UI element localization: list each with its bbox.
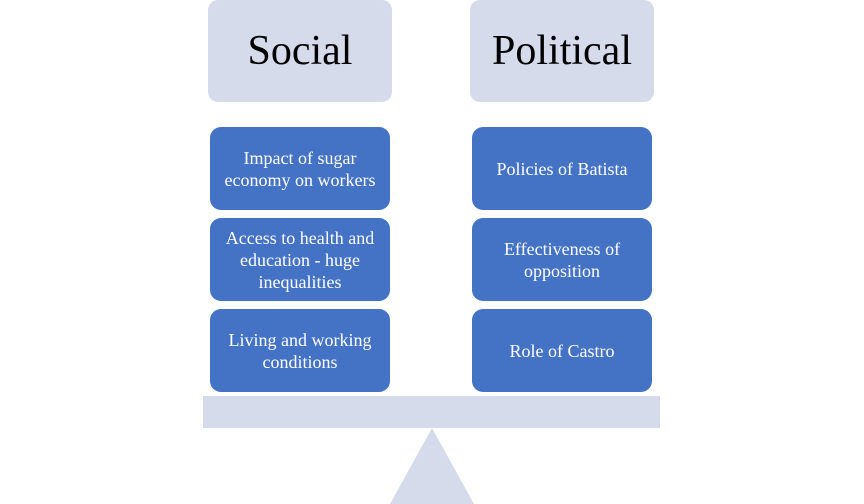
- social-item-label: Access to health and education - huge in…: [225, 227, 375, 292]
- balance-beam: [203, 396, 660, 428]
- political-item-label: Policies of Batista: [496, 158, 628, 179]
- social-item-label: Living and working conditions: [228, 329, 372, 372]
- political-item-castro: Role of Castro: [472, 309, 652, 392]
- political-heading: Political: [470, 0, 654, 102]
- political-item-label: Role of Castro: [509, 340, 615, 361]
- social-heading-label: Social: [247, 28, 353, 74]
- social-item-health-education: Access to health and education - huge in…: [210, 218, 390, 301]
- fulcrum-triangle: [390, 428, 474, 504]
- social-item-label: Impact of sugar economy on workers: [224, 147, 376, 190]
- political-item-label: Effectiveness of opposition: [503, 238, 621, 281]
- political-item-batista: Policies of Batista: [472, 127, 652, 210]
- social-item-living-conditions: Living and working conditions: [210, 309, 390, 392]
- political-item-opposition: Effectiveness of opposition: [472, 218, 652, 301]
- fulcrum-shape: [390, 428, 474, 504]
- political-heading-label: Political: [492, 28, 632, 74]
- social-heading: Social: [208, 0, 392, 102]
- social-item-sugar-economy: Impact of sugar economy on workers: [210, 127, 390, 210]
